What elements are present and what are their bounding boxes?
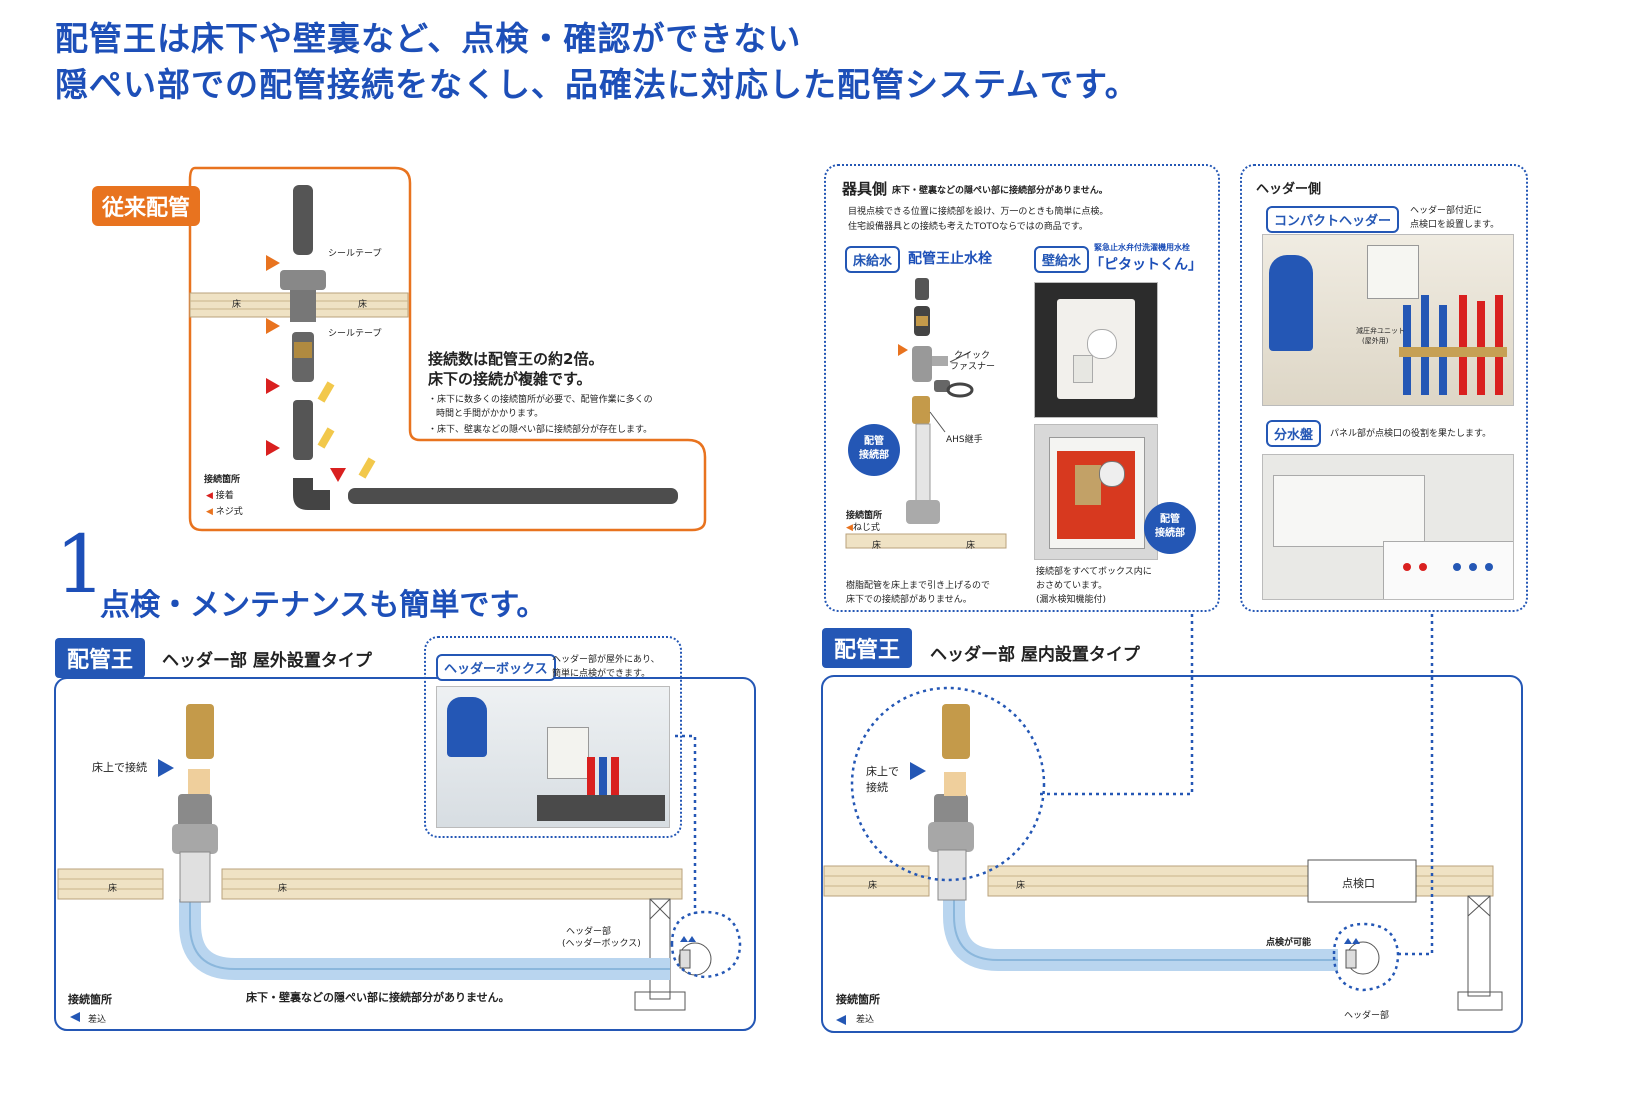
legacy-floor-label-1: 床 [232, 300, 242, 310]
legacy-heading-2: 床下の接続が複雑です。 [428, 370, 592, 388]
fixture-floor-left: 床 [872, 541, 882, 551]
legacy-legend-glue: ◀ 接着 [206, 491, 234, 501]
wall-faucet-photo-2 [1034, 424, 1158, 560]
indoor-floor-label-2: 床 [1016, 881, 1026, 891]
floor-supply-product: 配管王止水栓 [908, 251, 992, 267]
manifold-pill: 分水盤 [1266, 420, 1322, 447]
valve-unit-label-2: (屋外用) [1362, 337, 1389, 345]
outdoor-tag: 配管王 [55, 638, 146, 678]
legacy-tag: 従来配管 [92, 186, 201, 226]
outdoor-diagram [54, 677, 756, 1031]
outdoor-legend-title: 接続箇所 [68, 993, 112, 1006]
wall-supply-pill: 壁給水 [1034, 246, 1090, 273]
legacy-bullet-2: ・床下、壁裏などの隠ぺい部に接続部分が存在します。 [428, 425, 653, 435]
compact-header-desc-2: 点検口を設置します。 [1410, 220, 1500, 230]
outdoor-subtitle: ヘッダー部 屋外設置タイプ [162, 651, 372, 671]
legacy-bullet-1b: 時間と手間がかかります。 [436, 409, 544, 419]
floor-supply-pill: 床給水 [845, 246, 901, 273]
outdoor-floor-label-1: 床 [108, 884, 118, 894]
indoor-diagram [821, 612, 1523, 1033]
headline-line-1: 配管王は床下や壁裏など、点検・確認ができない [55, 19, 802, 58]
fixture-panel [824, 164, 1220, 612]
section-number: 1 [55, 518, 106, 611]
fixture-desc-2: 住宅設備器具との接続も考えたTOTOならではの商品です。 [848, 222, 1088, 232]
stop-valve-diagram [845, 278, 1007, 549]
header-box-pill: ヘッダーボックス [436, 654, 556, 681]
fixture-legend-screw: ◀ねじ式 [846, 523, 880, 533]
outdoor-floor-label-2: 床 [278, 884, 288, 894]
fixture-floor-right: 床 [966, 541, 976, 551]
header-side-panel [1240, 164, 1528, 612]
quick-fastener-label-2: ファスナー [950, 362, 996, 372]
compact-header-pill: コンパクトヘッダー [1266, 206, 1400, 233]
outdoor-legend-insert: 差込 [88, 1015, 107, 1025]
indoor-floor-label-1: 床 [868, 881, 878, 891]
header-side-title: ヘッダー側 [1256, 182, 1322, 197]
outdoor-header-label-1: ヘッダー部 [566, 927, 612, 937]
inspection-port-label: 点検口 [1342, 877, 1375, 890]
headline-line-2: 隠ぺい部での配管接続をなくし、品確法に対応した配管システムです。 [55, 65, 1139, 104]
outdoor-connect-above: 床上で接続 [92, 761, 147, 774]
header-box-desc-2: 簡単に点検ができます。 [552, 669, 651, 679]
quick-fastener-label-1: クイック [954, 351, 991, 361]
seal-tape-label-1: シールテープ [328, 249, 382, 259]
indoor-subtitle: ヘッダー部 屋内設置タイプ [930, 645, 1140, 665]
fixture-title: 器具側 [842, 180, 888, 198]
outdoor-header-label-2: (ヘッダーボックス) [562, 939, 641, 949]
fixture-caption-right-3: (漏水検知機能付) [1036, 595, 1107, 605]
header-box-photo [436, 686, 670, 828]
manifold-desc: パネル部が点検口の役割を果たします。 [1330, 429, 1492, 439]
fixture-legend-title: 接続箇所 [846, 511, 883, 521]
fixture-caption-left-1: 樹脂配管を床上まで引き上げるので [846, 581, 991, 591]
indoor-connect-above-1: 床上で [866, 765, 899, 778]
compact-header-photo [1262, 234, 1514, 406]
ahs-label: AHS継手 [946, 435, 983, 445]
fixture-joint-badge-left: 配管接続部 [848, 424, 900, 476]
section-title: 点検・メンテナンスも簡単です。 [100, 588, 547, 623]
indoor-legend-insert: 差込 [856, 1015, 875, 1025]
indoor-legend-title: 接続箇所 [836, 993, 880, 1006]
compact-header-desc-1: ヘッダー部付近に [1410, 206, 1483, 216]
fixture-title-note: 床下・壁裏などの隠ぺい部に接続部分がありません。 [892, 186, 1108, 196]
fixture-caption-right-1: 接続部をすべてボックス内に [1036, 567, 1152, 577]
outdoor-no-hidden: 床下・壁裏などの隠ぺい部に接続部分がありません。 [246, 991, 510, 1004]
indoor-connect-above-2: 接続 [866, 781, 888, 794]
fixture-desc-1: 目視点検できる位置に接続部を設け、万一のときも簡単に点検。 [848, 207, 1109, 217]
legacy-panel-frame [188, 166, 707, 532]
inspectable-label: 点検が可能 [1266, 938, 1312, 948]
valve-unit-label-1: 減圧弁ユニット [1356, 327, 1405, 335]
legacy-bullet-1a: ・床下に数多くの接続箇所が必要で、配管作業に多くの [428, 395, 653, 405]
legacy-floor-label-2: 床 [358, 300, 368, 310]
fixture-caption-left-2: 床下での接続部がありません。 [846, 595, 972, 605]
manifold-photo [1262, 454, 1514, 600]
wall-supply-note: 緊急止水弁付洗濯機用水栓 [1094, 243, 1190, 252]
header-box-callout [424, 636, 682, 838]
legacy-legend-screw: ◀ ネジ式 [206, 507, 243, 517]
header-box-desc-1: ヘッダー部が屋外にあり、 [552, 655, 660, 665]
fixture-caption-right-2: おさめています。 [1036, 581, 1108, 591]
indoor-header-label: ヘッダー部 [1344, 1011, 1390, 1021]
legacy-legend-title: 接続箇所 [204, 475, 241, 485]
indoor-tag: 配管王 [822, 628, 913, 668]
fixture-joint-badge-right: 配管接続部 [1144, 502, 1196, 554]
seal-tape-label-2: シールテープ [328, 329, 382, 339]
legacy-heading-1: 接続数は配管王の約2倍。 [428, 350, 604, 368]
wall-faucet-photo-1 [1034, 282, 1158, 418]
wall-supply-product: 「ピタットくん」 [1090, 257, 1202, 273]
